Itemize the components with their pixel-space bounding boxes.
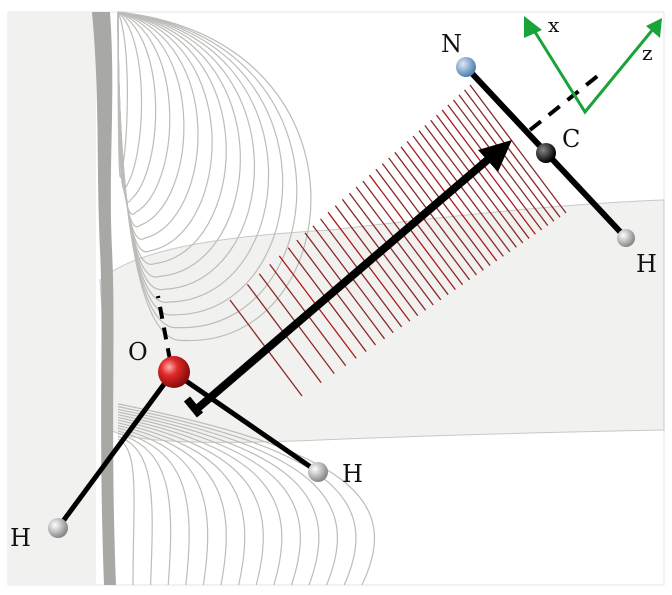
field-line	[464, 89, 561, 218]
field-line	[381, 163, 471, 281]
contour-line-lower	[117, 435, 153, 586]
left-region	[8, 12, 96, 585]
field-line	[368, 174, 456, 291]
atom-h-right	[308, 462, 328, 482]
field-line	[458, 94, 555, 222]
field-line	[334, 205, 419, 317]
contour-line-lower	[117, 414, 301, 586]
atom-o	[158, 356, 190, 388]
bond-o-h-right	[171, 369, 320, 475]
contour-line-lower	[117, 419, 264, 586]
label-h-cn: H	[636, 250, 657, 278]
contour-line-lower	[117, 416, 283, 586]
contour-line-lower	[117, 406, 357, 586]
field-line	[400, 146, 491, 267]
axis-x-label: x	[548, 13, 560, 37]
contour-line-lower	[117, 408, 339, 586]
contour-line-lower	[117, 438, 135, 586]
dipole-arrow	[183, 140, 512, 418]
field-line	[341, 198, 427, 311]
contour-line-lower	[117, 403, 376, 586]
vertical-edge	[92, 12, 116, 585]
field-line	[430, 119, 524, 244]
horizontal-band	[99, 199, 665, 443]
contour-lines	[117, 11, 376, 586]
dashed-o-axis	[156, 295, 172, 361]
contour-line-lower	[117, 424, 227, 586]
axis-z-label: z	[642, 41, 653, 65]
field-line	[469, 84, 567, 214]
atom-c	[536, 143, 556, 163]
dashed-c-axis	[528, 72, 602, 132]
contour-line-lower	[117, 411, 320, 586]
contour-line-lower	[117, 422, 246, 586]
contour-line-lower	[117, 427, 209, 586]
field-line	[348, 192, 434, 306]
label-o: O	[128, 338, 148, 366]
field-line	[424, 125, 517, 248]
contour-line-lower	[117, 433, 172, 586]
bond-o-h-left	[55, 370, 176, 530]
field-line	[418, 130, 511, 253]
atom-h-cn	[617, 229, 635, 247]
field-line	[355, 186, 442, 301]
field-line	[412, 135, 504, 257]
field-line	[441, 109, 536, 235]
field-line	[435, 114, 530, 239]
label-c: C	[562, 125, 580, 153]
field-line	[406, 140, 498, 262]
field-line	[375, 168, 464, 286]
label-n: N	[441, 30, 462, 58]
field-line	[362, 180, 449, 296]
atom-h-left	[48, 518, 68, 538]
atom-n	[456, 57, 476, 77]
field-line	[388, 157, 478, 276]
label-h-right: H	[342, 460, 363, 488]
contour-line-upper	[117, 11, 312, 342]
contour-line-lower	[117, 430, 190, 586]
field-line	[394, 151, 484, 271]
coordinate-axes: x z	[524, 13, 662, 115]
label-h-left: H	[10, 524, 31, 552]
